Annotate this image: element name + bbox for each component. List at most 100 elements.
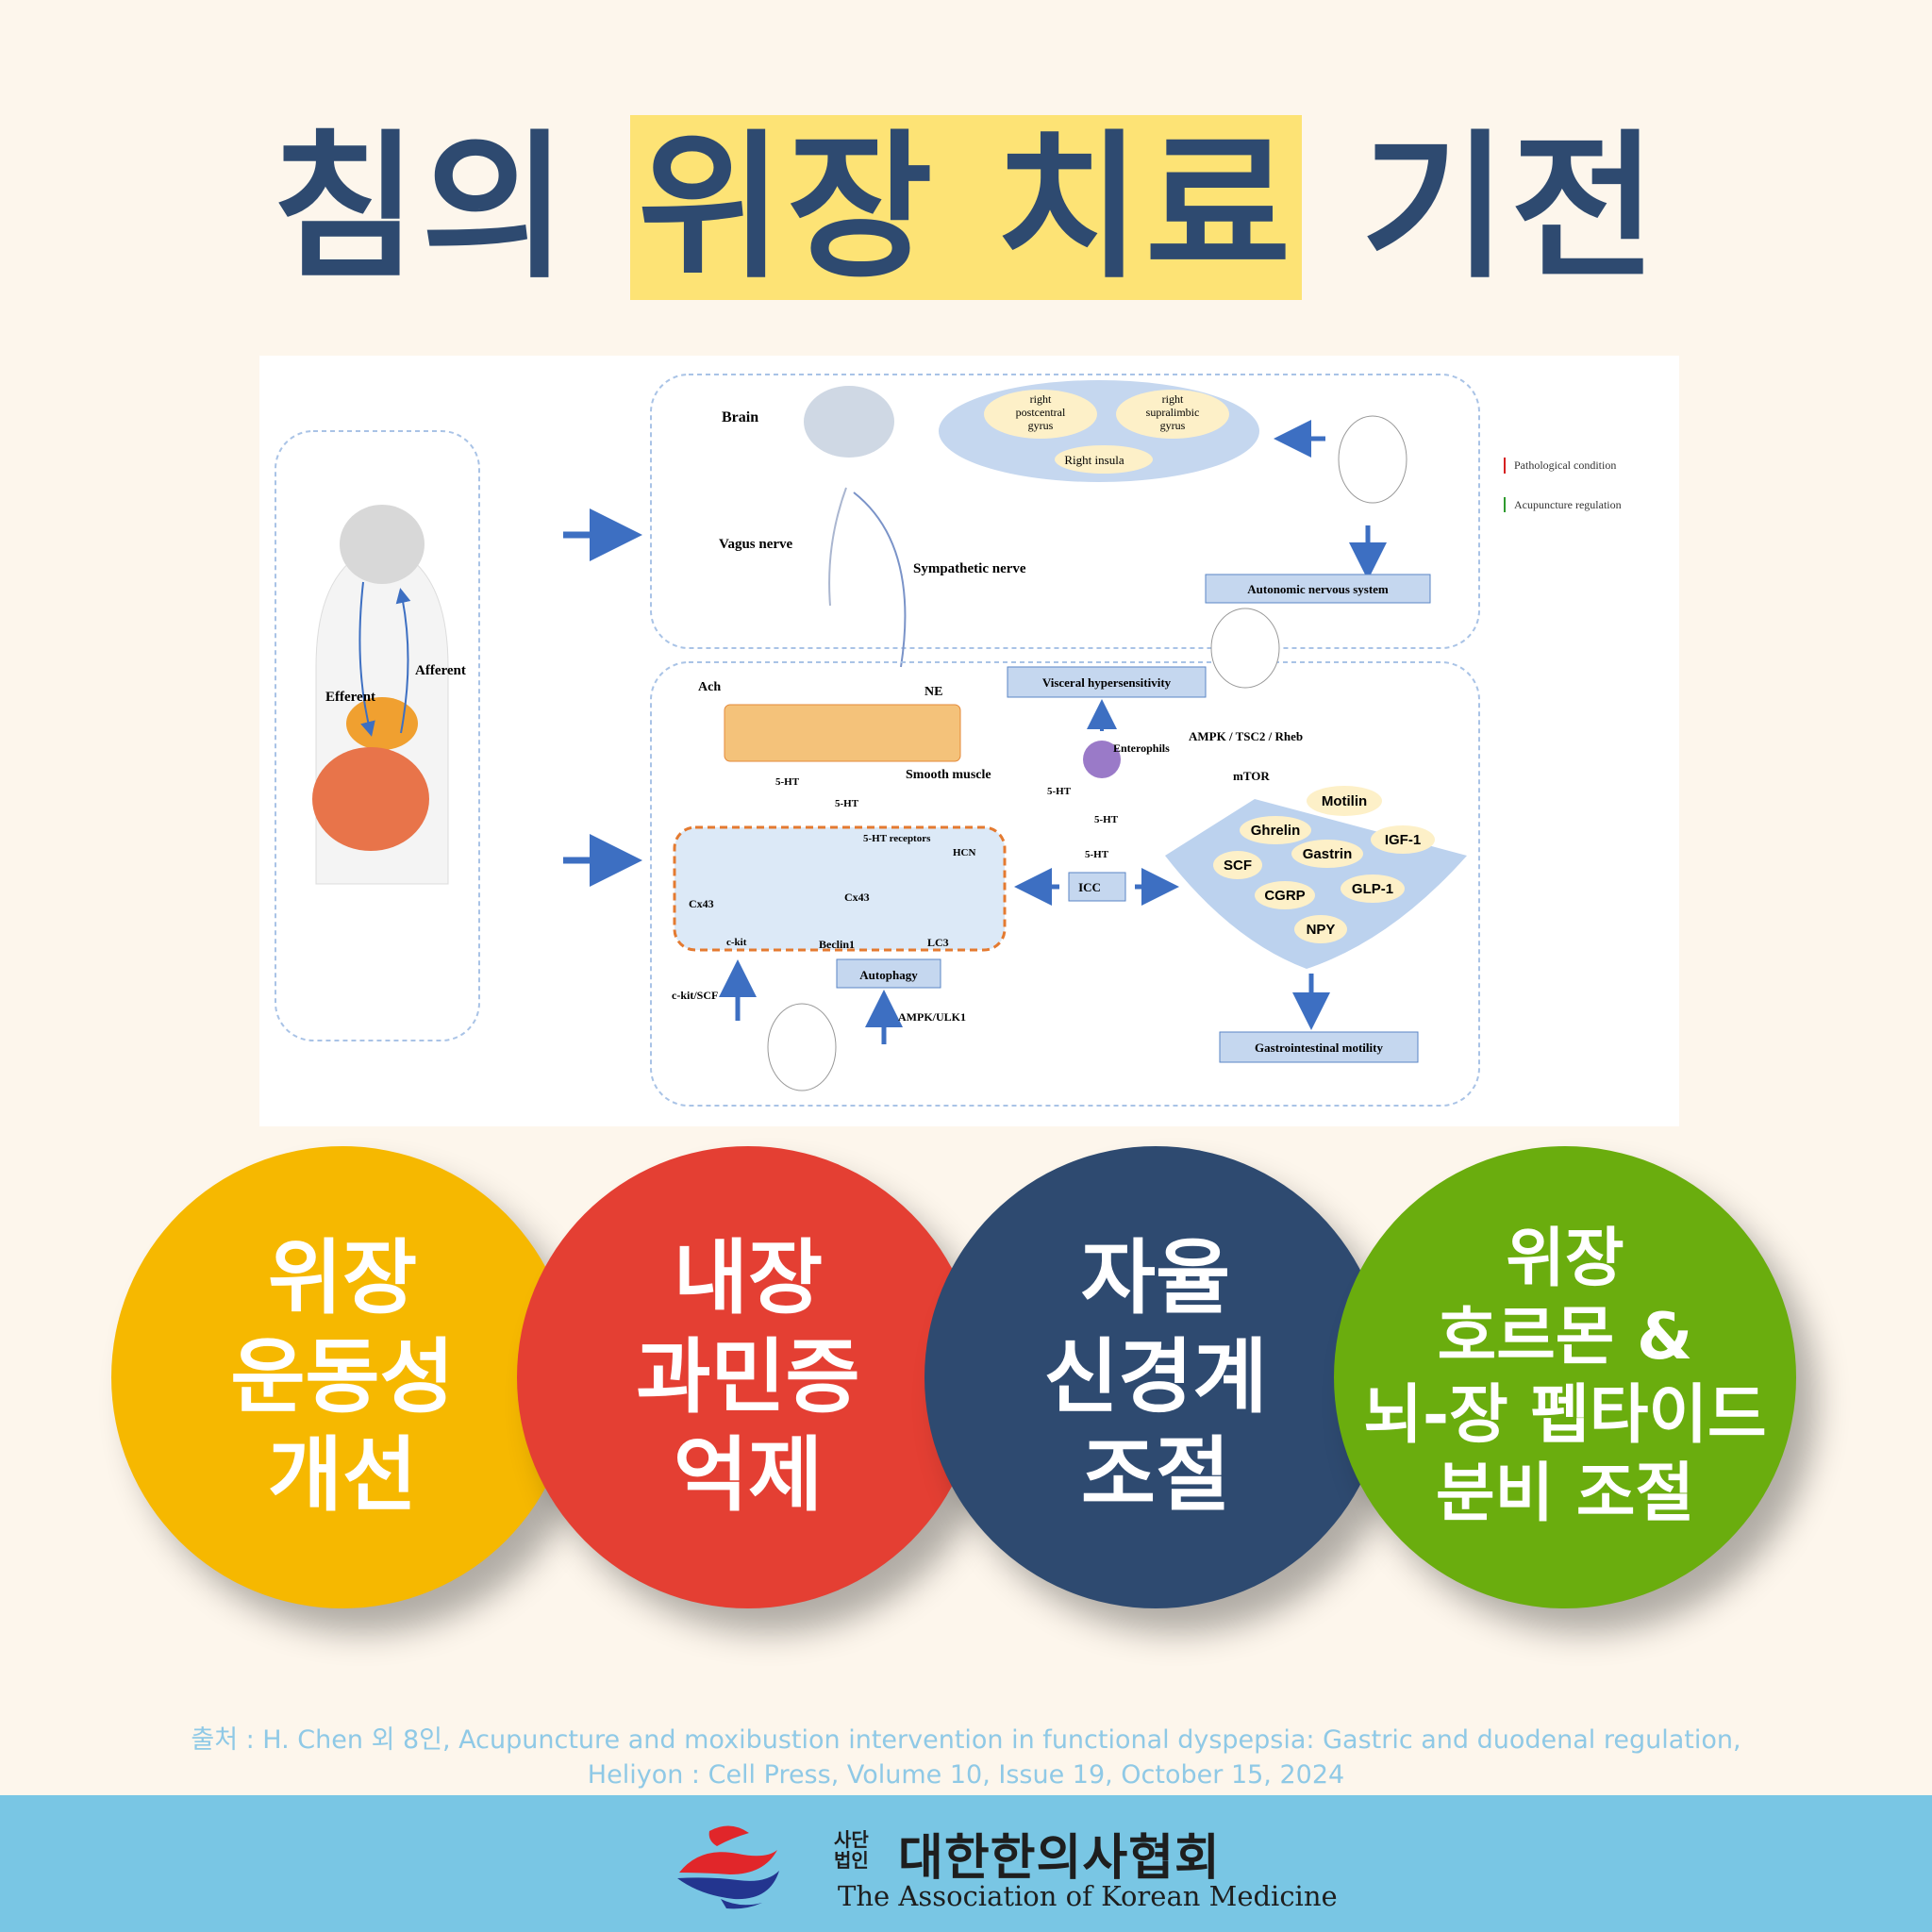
gi-motility-label: Gastrointestinal motility bbox=[1255, 1041, 1383, 1055]
circle-gi-motility: 위장 운동성 개선 bbox=[111, 1146, 574, 1608]
insula-region bbox=[1055, 445, 1153, 474]
source-line-2: Heliyon : Cell Press, Volume 10, Issue 1… bbox=[587, 1760, 1345, 1790]
icc-label: ICC bbox=[1078, 880, 1101, 894]
ckit-label: c-kit bbox=[726, 937, 747, 948]
hormone-ghrelin: Ghrelin bbox=[1251, 823, 1301, 839]
source-citation: 출처 : H. Chen 외 8인, Acupuncture and moxib… bbox=[0, 1723, 1932, 1792]
org-name-english: The Association of Korean Medicine bbox=[838, 1880, 1338, 1912]
smooth-muscle-label: Smooth muscle bbox=[906, 768, 991, 782]
hormone-igf1: IGF-1 bbox=[1385, 832, 1421, 848]
vagus-nerve-line bbox=[828, 487, 847, 607]
hormone-funnel bbox=[1165, 799, 1467, 969]
supralimbic-region bbox=[1116, 390, 1229, 439]
hormone-bubble bbox=[1291, 840, 1363, 868]
hormone-scf: SCF bbox=[1224, 858, 1252, 874]
sympathetic-label: Sympathetic nerve bbox=[913, 561, 1026, 576]
circle-visceral-hypersensitivity: 내장 과민증 억제 bbox=[517, 1146, 979, 1608]
cns-panel bbox=[650, 374, 1480, 649]
gi-motility-box bbox=[1219, 1031, 1419, 1063]
association-logo-icon bbox=[677, 1825, 779, 1909]
enterophil-icon bbox=[1083, 741, 1121, 778]
enterophils-label: Enterophils bbox=[1113, 741, 1170, 755]
hormone-bubble bbox=[1213, 851, 1262, 879]
legend-pathological: Pathological condition bbox=[1514, 458, 1616, 472]
circle-visceral-label: 내장 과민증 억제 bbox=[636, 1230, 860, 1524]
acupuncture-icon-bottom bbox=[767, 1003, 837, 1091]
circle-autonomic-label: 자율 신경계 조절 bbox=[1043, 1230, 1268, 1524]
circle-hormone-label: 위장 호르몬 & 뇌-장 펩타이드 분비 조절 bbox=[1363, 1222, 1767, 1531]
title-prefix: 침의 bbox=[272, 115, 630, 300]
ckit-scf-label: c-kit/SCF bbox=[672, 989, 718, 1002]
hormone-bubble bbox=[1255, 881, 1315, 909]
hormone-bubble bbox=[1341, 874, 1405, 903]
visceral-box bbox=[1007, 666, 1207, 698]
beclin-label: Beclin1 bbox=[819, 938, 855, 951]
circle-hormone-peptide: 위장 호르몬 & 뇌-장 펩타이드 분비 조절 bbox=[1334, 1146, 1796, 1608]
cx43-label-1: Cx43 bbox=[689, 897, 714, 910]
postcentral-region bbox=[984, 390, 1097, 439]
ampk-tsc-label: AMPK / TSC2 / Rheb bbox=[1189, 729, 1303, 743]
insula-label: Right insula bbox=[1064, 453, 1124, 467]
mtor-label: mTOR bbox=[1233, 769, 1270, 783]
brain-label: Brain bbox=[722, 409, 758, 425]
hormone-motilin: Motilin bbox=[1322, 793, 1367, 809]
autophagy-label: Autophagy bbox=[859, 968, 918, 982]
ans-box bbox=[1205, 574, 1431, 604]
circle-autonomic-nervous: 자율 신경계 조절 bbox=[924, 1146, 1387, 1608]
smooth-muscle-strip bbox=[724, 704, 961, 762]
hormone-bubble bbox=[1371, 825, 1435, 854]
circle-gi-motility-label: 위장 운동성 개선 bbox=[230, 1230, 455, 1524]
efferent-label: Efferent bbox=[325, 690, 375, 705]
ne-label: NE bbox=[924, 685, 942, 699]
footer-bar: 사단 법인 대한한의사협회 The Association of Korean … bbox=[0, 1795, 1932, 1932]
sympathetic-nerve-line bbox=[853, 491, 907, 668]
autophagy-box bbox=[836, 958, 941, 989]
title-highlight: 위장 치료 bbox=[629, 115, 1303, 300]
efferent-arrow bbox=[358, 581, 375, 737]
hormone-npy: NPY bbox=[1307, 922, 1336, 938]
vagus-label: Vagus nerve bbox=[719, 537, 793, 552]
cx43-label-2: Cx43 bbox=[844, 891, 870, 904]
brain-icon bbox=[804, 386, 894, 458]
lc3-label: LC3 bbox=[927, 936, 949, 949]
page-title: 침의 위장 치료 기전 bbox=[0, 113, 1932, 304]
ht5-label-4: 5-HT bbox=[775, 776, 800, 788]
ampk-ulk-label: AMPK/ULK1 bbox=[898, 1010, 966, 1024]
visceral-label: Visceral hypersensitivity bbox=[1042, 675, 1172, 690]
ht5-label-3: 5-HT bbox=[1085, 849, 1109, 860]
icc-cell-box bbox=[673, 825, 1007, 952]
head-brain-icon bbox=[340, 505, 425, 584]
icc-box bbox=[1068, 872, 1126, 902]
intestine-icon bbox=[312, 747, 429, 851]
gut-panel bbox=[650, 661, 1480, 1107]
hormone-list: Motilin Ghrelin SCF Gastrin IGF-1 CGRP G… bbox=[1213, 786, 1435, 943]
hormone-bubble bbox=[1294, 915, 1347, 943]
title-suffix: 기전 bbox=[1302, 115, 1660, 300]
ht5-label-2: 5-HT bbox=[1094, 814, 1119, 825]
hcn-label: HCN bbox=[953, 847, 976, 858]
org-type-label: 사단 법인 bbox=[834, 1828, 869, 1872]
body-panel bbox=[275, 430, 480, 1041]
hormone-glp1: GLP-1 bbox=[1352, 881, 1393, 897]
afferent-label: Afferent bbox=[415, 663, 466, 678]
stomach-icon bbox=[346, 697, 418, 750]
hormone-cgrp: CGRP bbox=[1264, 888, 1305, 904]
hormone-bubble bbox=[1240, 816, 1311, 844]
ht5-receptors-label: 5-HT receptors bbox=[863, 833, 931, 844]
org-name-korean: 대한한의사협회 bbox=[898, 1830, 1221, 1887]
acupuncture-icon-middle bbox=[1210, 608, 1280, 689]
hormone-gastrin: Gastrin bbox=[1303, 846, 1353, 862]
hormone-bubble bbox=[1307, 786, 1382, 816]
ht5-label-1: 5-HT bbox=[1047, 786, 1072, 797]
ht5-label-5: 5-HT bbox=[835, 798, 859, 809]
ans-label: Autonomic nervous system bbox=[1247, 582, 1389, 596]
legend-acupuncture: Acupuncture regulation bbox=[1514, 498, 1622, 511]
acupuncture-icon-top bbox=[1338, 415, 1407, 504]
source-line-1: 출처 : H. Chen 외 8인, Acupuncture and moxib… bbox=[191, 1725, 1741, 1755]
afferent-arrow bbox=[395, 588, 411, 734]
ach-label: Ach bbox=[698, 680, 721, 694]
